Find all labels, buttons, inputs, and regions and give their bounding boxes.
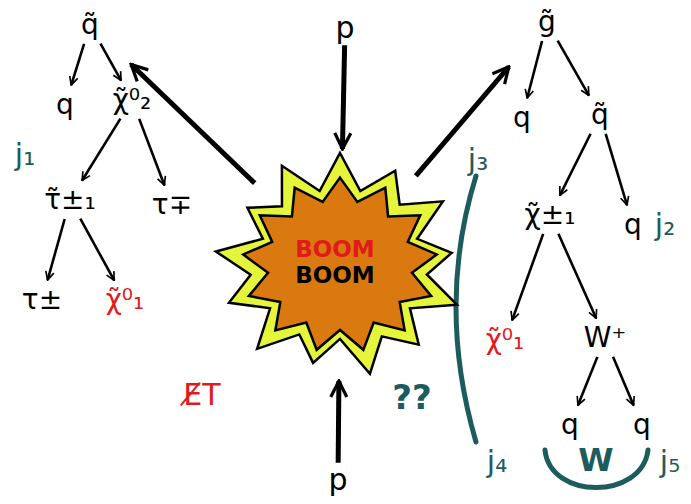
decay-arrow	[48, 219, 65, 280]
annotation-label: j₃	[468, 143, 488, 178]
particle-name: τ±	[20, 284, 64, 316]
particle-name: χ̃⁰₂	[111, 84, 154, 116]
particle-node: q	[559, 409, 581, 441]
burst-inner	[243, 178, 437, 350]
particle-name: q	[631, 409, 653, 441]
particle-node: q	[54, 89, 76, 121]
particle-node: q	[622, 209, 644, 241]
particle-name: q	[622, 209, 644, 241]
particle-node: q	[631, 409, 653, 441]
particle-name: q̃	[79, 9, 101, 41]
annotation-label: j₂	[655, 208, 675, 243]
burst-outer	[216, 153, 457, 374]
particle-name: χ̃⁰₁	[484, 324, 527, 356]
decay-arrow	[342, 45, 344, 149]
particle-node: τ̃±₁	[42, 184, 98, 216]
decay-arrow	[558, 234, 596, 318]
particle-name: W⁺	[582, 322, 628, 354]
particle-name: p	[326, 463, 349, 498]
particle-node: p	[326, 463, 349, 498]
particle-name: q̃	[589, 99, 611, 131]
particle-node: p	[333, 11, 356, 46]
particle-name: χ̃⁰₁	[104, 284, 147, 316]
decay-arrow	[71, 44, 84, 85]
decay-arrow	[139, 119, 164, 185]
particle-node: τ±	[20, 284, 64, 316]
particle-node: g̃	[536, 6, 558, 38]
decay-arrow	[416, 67, 509, 176]
particle-node: W⁺	[582, 322, 628, 354]
decay-arrow	[558, 41, 589, 96]
annotation-label: j₅	[660, 445, 680, 480]
particle-name: χ̃±₁	[523, 199, 578, 231]
burst-word: BOOM	[293, 236, 377, 262]
decay-arrow	[131, 65, 255, 184]
particle-node: χ̃⁰₁	[104, 284, 147, 316]
particle-node: q	[511, 102, 533, 134]
annotation-label: j₄	[487, 445, 507, 480]
particle-name: q	[54, 89, 76, 121]
annotation-label: E̸T	[183, 378, 220, 413]
particle-name: g̃	[536, 6, 558, 38]
particle-name: q	[559, 409, 581, 441]
particle-name: τ∓	[150, 189, 194, 221]
decay-arrow	[80, 219, 114, 281]
particle-node: χ̃±₁	[523, 199, 578, 231]
annotation-label: ??	[392, 378, 431, 417]
decay-arrow	[527, 41, 542, 98]
particle-node: q̃	[589, 99, 611, 131]
decay-arrow	[578, 357, 597, 405]
annotation-label: W	[578, 442, 613, 479]
jet-bracket	[456, 176, 476, 442]
particle-node: χ̃⁰₂	[111, 84, 154, 116]
decay-arrow	[560, 134, 591, 196]
annotation-label: j₁	[15, 138, 35, 173]
particle-node: χ̃⁰₁	[484, 324, 527, 356]
decay-arrow	[613, 357, 634, 405]
particle-name: τ̃±₁	[42, 184, 98, 216]
burst-word: BOOM	[293, 262, 377, 288]
decay-arrow	[100, 44, 121, 81]
particle-node: τ∓	[150, 189, 194, 221]
decay-arrow	[512, 234, 543, 320]
explosion-burst: BOOMBOOM	[293, 236, 377, 289]
particle-name: q	[511, 102, 533, 134]
decay-arrow	[82, 119, 120, 181]
decay-arrow	[336, 381, 342, 463]
decay-arrow	[606, 134, 627, 205]
particle-node: q̃	[79, 9, 101, 41]
particle-name: p	[333, 11, 356, 46]
